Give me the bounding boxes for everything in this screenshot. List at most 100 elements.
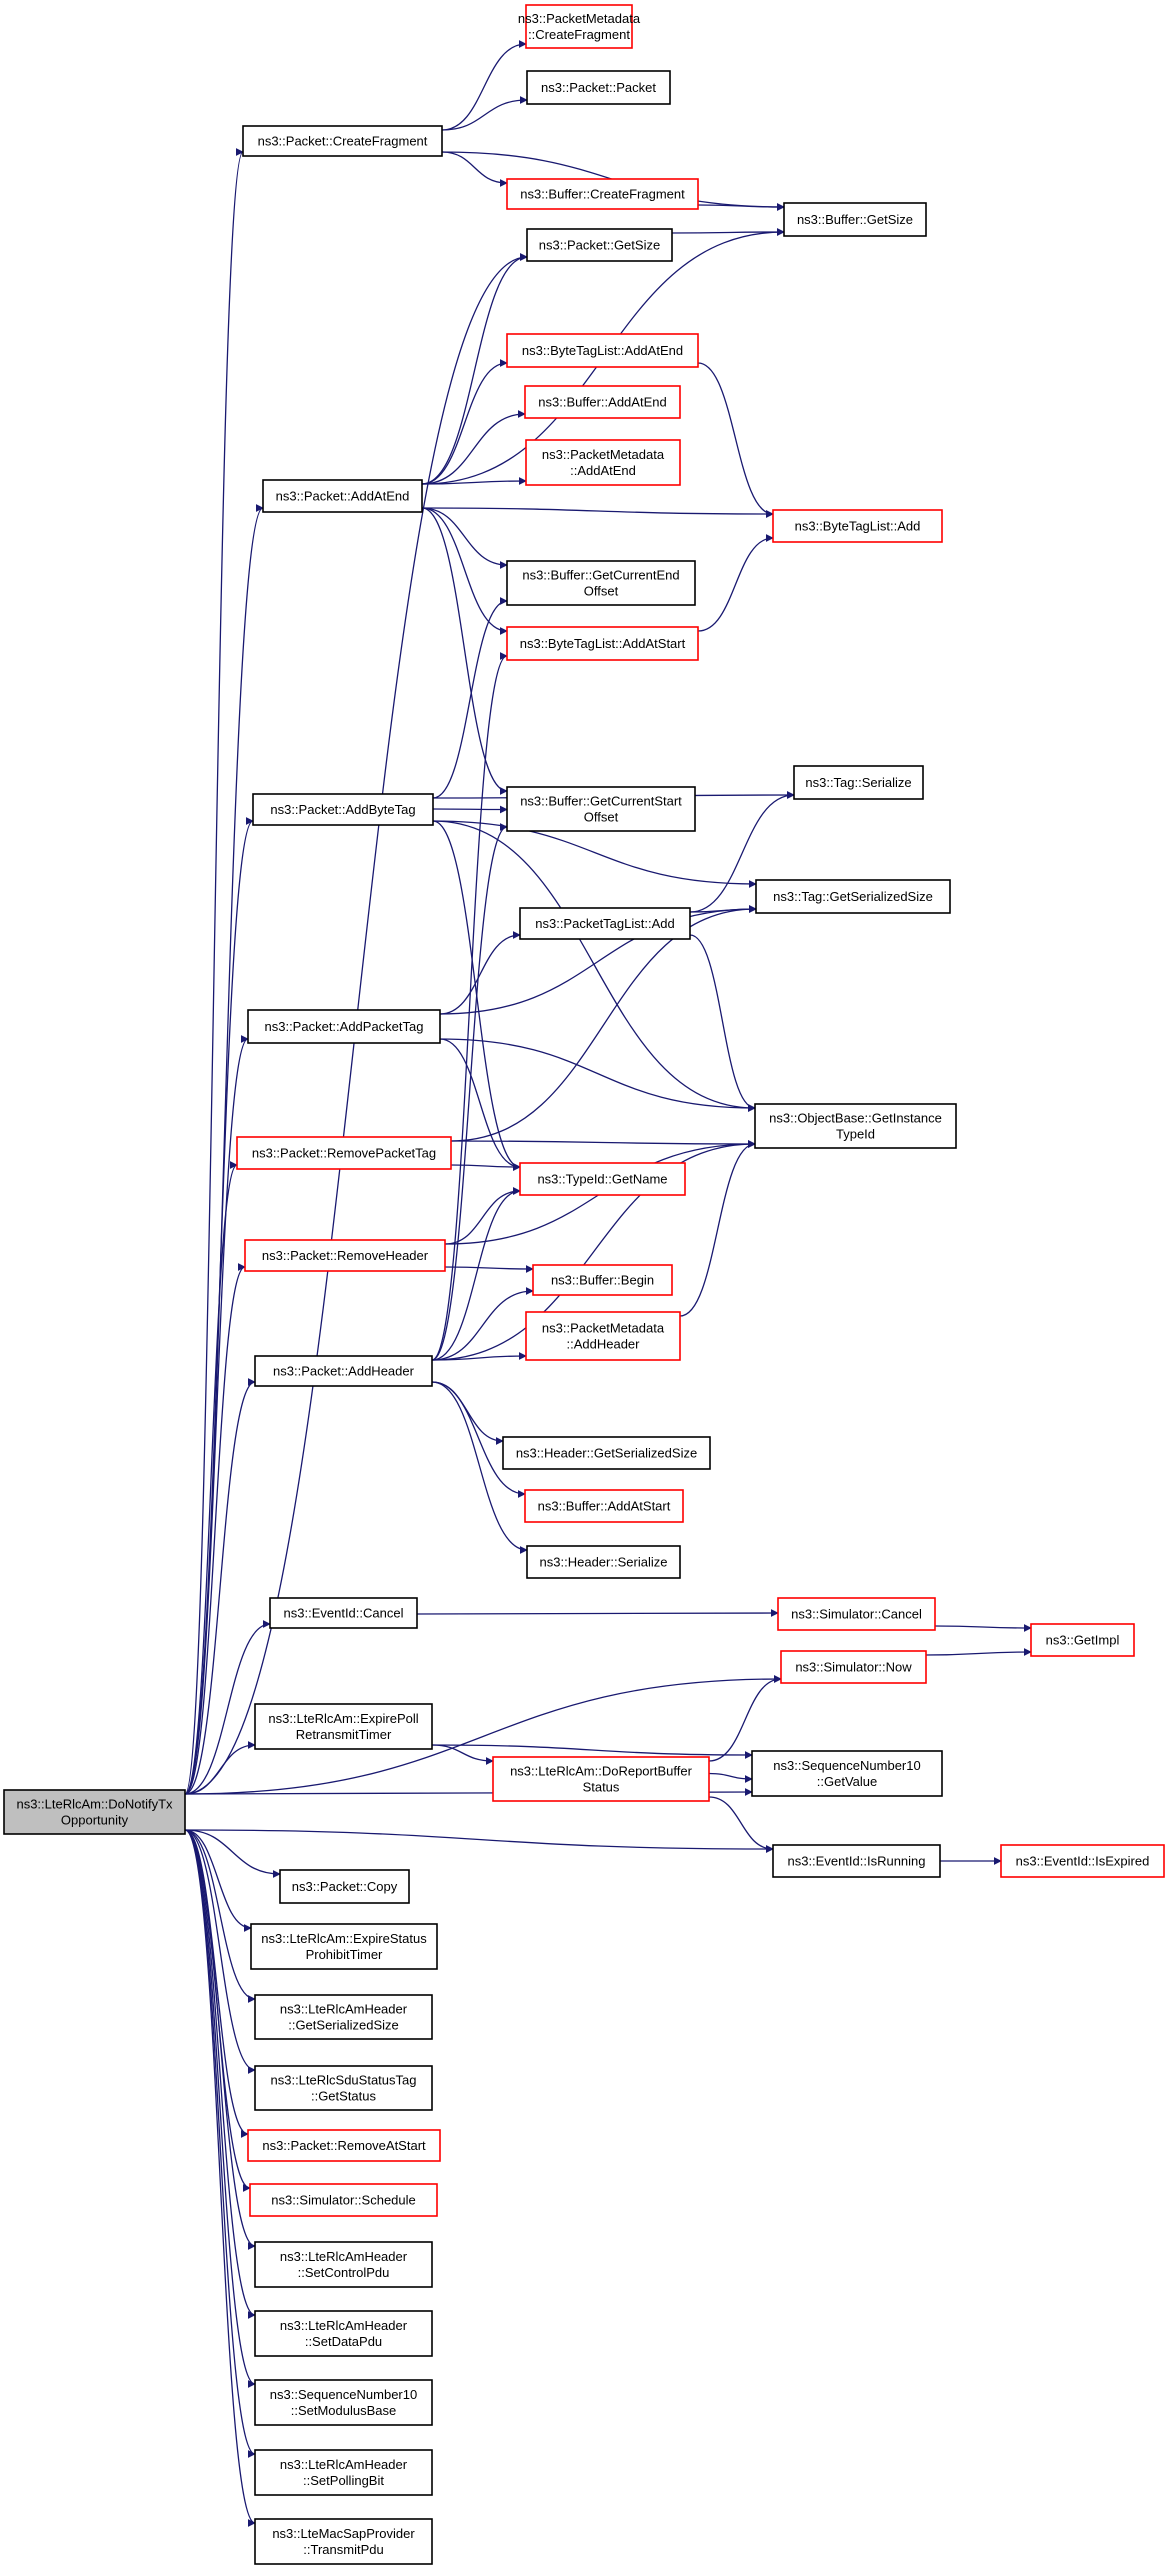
edge-pkt_removepackettag-to-ob_getinst <box>450 1139 756 1148</box>
edge-root-to-setpollingbit <box>184 1829 256 2458</box>
node-evt_isrunning[interactable]: ns3::EventId::IsRunning <box>772 1844 941 1878</box>
node-buf_begin[interactable]: ns3::Buffer::Begin <box>532 1264 673 1296</box>
node-label: ns3::LteRlcSduStatusTag <box>271 2073 417 2088</box>
edge-pkt_addatend-to-btl_addatend <box>421 359 508 485</box>
node-label: ns3::LteRlcAmHeader <box>280 2318 408 2333</box>
edge-pkt_addatend-to-pkt_getsize <box>421 253 528 485</box>
node-buf_addatstart[interactable]: ns3::Buffer::AddAtStart <box>524 1489 684 1523</box>
node-hdr_getsersize[interactable]: ns3::Header::GetSerializedSize <box>502 1436 711 1470</box>
node-pkt_addpackettag[interactable]: ns3::Packet::AddPacketTag <box>247 1009 441 1044</box>
node-box <box>793 765 924 800</box>
node-label: ns3::Packet::RemovePacketTag <box>252 1146 436 1161</box>
node-pm_addatend[interactable]: ns3::PacketMetadata::AddAtEnd <box>525 439 681 486</box>
node-tag_getsersize[interactable]: ns3::Tag::GetSerializedSize <box>755 879 951 914</box>
node-sdustatus[interactable]: ns3::LteRlcSduStatusTag::GetStatus <box>254 2065 433 2111</box>
edge-root-to-setmodulus <box>184 1829 256 2388</box>
node-pkt_addatend[interactable]: ns3::Packet::AddAtEnd <box>262 479 423 513</box>
node-pkt_getsize[interactable]: ns3::Packet::GetSize <box>526 228 673 262</box>
node-pkt_createfrag[interactable]: ns3::Packet::CreateFragment <box>242 125 443 157</box>
edge-pkt_createfrag-to-pkt_pkt <box>441 96 528 131</box>
node-label: ::TransmitPdu <box>303 2542 383 2557</box>
node-hdr_serialize[interactable]: ns3::Header::Serialize <box>526 1545 681 1579</box>
edge-pkt_createfrag-to-buf_createfrag <box>441 151 508 187</box>
node-label: ProhibitTimer <box>306 1947 383 1962</box>
node-sim_cancel[interactable]: ns3::Simulator::Cancel <box>777 1597 936 1631</box>
node-setmodulus[interactable]: ns3::SequenceNumber10::SetModulusBase <box>254 2379 433 2426</box>
node-box <box>755 879 951 914</box>
node-pm_createfrag[interactable]: ns3::PacketMetadata::CreateFragment <box>518 4 641 49</box>
node-setcontrolpdu[interactable]: ns3::LteRlcAmHeader::SetControlPdu <box>254 2241 433 2288</box>
edge-pkt_addatend-to-buf_addatend <box>421 410 526 485</box>
edge-root-to-pkt_createfrag <box>184 148 244 1795</box>
edge-pkt_addheader-to-ob_getinst <box>431 1140 756 1361</box>
edge-buf_createfrag-to-buf_getsize <box>697 202 785 211</box>
node-setpollingbit[interactable]: ns3::LteRlcAmHeader::SetPollingBit <box>254 2449 433 2496</box>
node-btl_add[interactable]: ns3::ByteTagList::Add <box>772 509 943 543</box>
edge-pkt_addatend-to-btl_add <box>421 507 774 518</box>
node-pkt_removepackettag[interactable]: ns3::Packet::RemovePacketTag <box>236 1136 452 1170</box>
edge-btl_addatstart-to-btl_add <box>697 534 774 632</box>
node-sim_schedule[interactable]: ns3::Simulator::Schedule <box>249 2183 438 2217</box>
node-box <box>525 1311 681 1361</box>
edge-pkt_removepackettag-to-typeid_getname <box>450 1162 521 1171</box>
edge-root-to-setdatapdu <box>184 1829 256 2319</box>
node-box <box>254 2065 433 2111</box>
node-buf_createfrag[interactable]: ns3::Buffer::CreateFragment <box>506 178 699 210</box>
node-tag_serialize[interactable]: ns3::Tag::Serialize <box>793 765 924 800</box>
node-transmitpdu[interactable]: ns3::LteMacSapProvider::TransmitPdu <box>254 2518 433 2565</box>
node-getimpl[interactable]: ns3::GetImpl <box>1030 1623 1135 1657</box>
node-pm_addheader[interactable]: ns3::PacketMetadata::AddHeader <box>525 1311 681 1361</box>
node-label: ns3::Packet::AddPacketTag <box>265 1019 424 1034</box>
node-label: ns3::PacketTagList::Add <box>535 916 674 931</box>
node-box <box>751 1750 943 1797</box>
edge-doreport-to-evt_isrunning <box>708 1796 774 1853</box>
node-box <box>254 1703 433 1750</box>
node-hdr_getsersize2[interactable]: ns3::LteRlcAmHeader::GetSerializedSize <box>254 1994 433 2040</box>
node-sim_now[interactable]: ns3::Simulator::Now <box>780 1650 927 1684</box>
edge-pkt_removepackettag-to-tag_getsersize <box>450 905 757 1142</box>
edge-root-to-setcontrolpdu <box>184 1829 256 2250</box>
node-label: ns3::Buffer::GetCurrentEnd <box>522 568 679 583</box>
node-pkt_removeatstart[interactable]: ns3::Packet::RemoveAtStart <box>247 2129 441 2162</box>
node-box <box>526 1545 681 1579</box>
node-label: ns3::EventId::IsRunning <box>787 1854 925 1869</box>
node-ptl_add[interactable]: ns3::PacketTagList::Add <box>519 907 691 940</box>
node-pkt_removeheader[interactable]: ns3::Packet::RemoveHeader <box>244 1239 446 1272</box>
node-pkt_pkt[interactable]: ns3::Packet::Packet <box>526 70 671 105</box>
node-label: ::CreateFragment <box>528 27 630 42</box>
node-box <box>242 125 443 157</box>
node-evt_cancel[interactable]: ns3::EventId::Cancel <box>269 1597 418 1629</box>
node-evt_isexpired[interactable]: ns3::EventId::IsExpired <box>1000 1844 1165 1878</box>
node-seq_getvalue[interactable]: ns3::SequenceNumber10::GetValue <box>751 1750 943 1797</box>
node-setdatapdu[interactable]: ns3::LteRlcAmHeader::SetDataPdu <box>254 2310 433 2357</box>
node-box <box>532 1264 673 1296</box>
node-buf_addatend[interactable]: ns3::Buffer::AddAtEnd <box>524 385 681 419</box>
node-label: ::SetModulusBase <box>291 2403 397 2418</box>
node-buf_getsize[interactable]: ns3::Buffer::GetSize <box>783 202 927 237</box>
node-typeid_getname[interactable]: ns3::TypeId::GetName <box>519 1162 686 1196</box>
node-label: ns3::Packet::CreateFragment <box>258 134 428 149</box>
node-label: ns3::EventId::IsExpired <box>1016 1854 1150 1869</box>
node-box <box>506 626 699 661</box>
node-pkt_copy[interactable]: ns3::Packet::Copy <box>279 1869 410 1904</box>
edge-expirepoll-to-doreport <box>431 1744 494 1765</box>
node-btl_addatend[interactable]: ns3::ByteTagList::AddAtEnd <box>506 333 699 368</box>
edge-pkt_addatend-to-buf_getcurend <box>421 507 508 569</box>
node-label: ns3::Packet::Copy <box>292 1879 398 1894</box>
node-pkt_addheader[interactable]: ns3::Packet::AddHeader <box>254 1355 433 1387</box>
node-btl_addatstart[interactable]: ns3::ByteTagList::AddAtStart <box>506 626 699 661</box>
edge-doreport-to-seq_getvalue <box>708 1772 753 1783</box>
node-label: ns3::Header::Serialize <box>540 1555 668 1570</box>
node-label: ::SetControlPdu <box>298 2265 390 2280</box>
node-box <box>254 1994 433 2040</box>
node-pkt_addbytetag[interactable]: ns3::Packet::AddByteTag <box>252 793 434 826</box>
node-label: ns3::Buffer::GetSize <box>797 212 913 227</box>
edge-pkt_addheader-to-typeid_getname <box>431 1187 521 1361</box>
node-box <box>506 333 699 368</box>
